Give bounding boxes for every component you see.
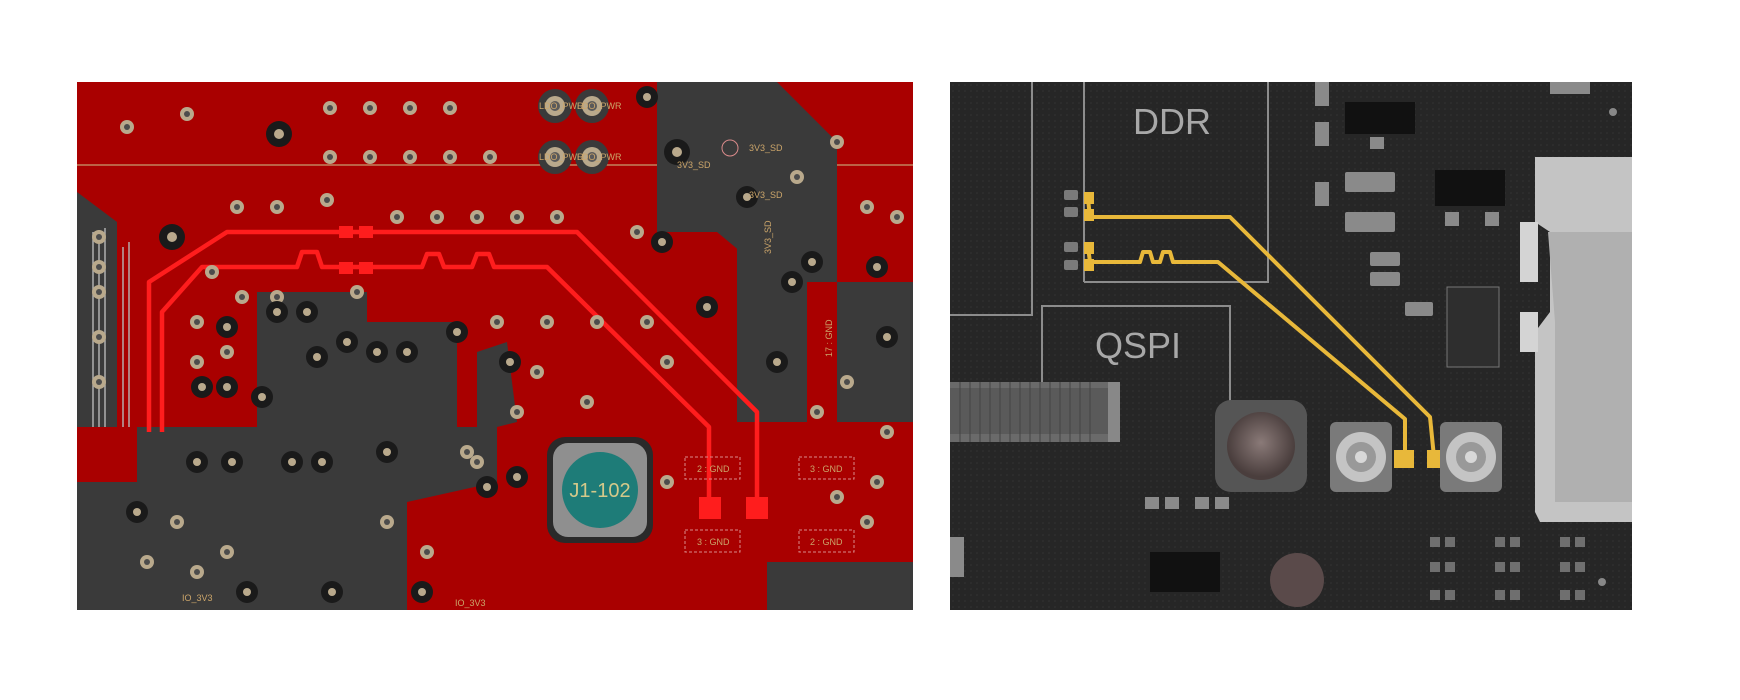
net-label-3v3-sd: 3V3_SD (749, 190, 783, 200)
net-label-io: IO_3V3 (182, 593, 213, 603)
connector-j1-102: J1-102 (547, 437, 653, 543)
ic-sot (1345, 102, 1415, 134)
pcb-layout-canvas: LDO_PWR LDO_PWR LDO_PWR LDO_PWR 3V3_SD 3… (77, 82, 913, 610)
board-texture (950, 82, 1632, 610)
ldo-pwr-label: LDO_PWR (577, 101, 622, 111)
passive-grid (1430, 537, 1585, 600)
net-label-3v3-sd-vertical: 3V3_SD (763, 220, 773, 254)
fpc-connector (950, 382, 1120, 442)
ufl-connector-1 (1330, 422, 1392, 492)
ic-packages (1150, 102, 1505, 592)
ic-sot (1150, 552, 1220, 592)
fiducial (1609, 108, 1617, 116)
gnd-pad-label: 2 : GND (697, 464, 730, 474)
gnd-pad-outlines (684, 456, 855, 553)
rf-pads (339, 226, 768, 519)
net-label-3v3-sd: 3V3_SD (749, 143, 783, 153)
bga-region-2 (367, 322, 457, 427)
left-bus-region (77, 192, 117, 427)
ldo-pwr-label: LDO_PWR (539, 152, 584, 162)
push-button-part (1215, 400, 1307, 492)
net-label-3v3-sd: 3V3_SD (677, 160, 711, 170)
mounting-part (1270, 553, 1324, 607)
ufl-connector-2 (1440, 422, 1502, 492)
bottom-right-pour (767, 562, 913, 610)
gnd-pad-label: 2 : GND (810, 537, 843, 547)
right-pour (737, 242, 807, 422)
sd-card-slot (1520, 157, 1632, 522)
rf-pad (339, 262, 353, 274)
gold-pads (1084, 192, 1447, 468)
outline-left-region (950, 82, 1033, 316)
net-label-io: IO_3V3 (455, 598, 486, 608)
outline-qspi (1041, 305, 1231, 402)
rf-trace-lower (159, 249, 712, 507)
rf-pad (359, 226, 373, 238)
gold-trace-lower (1086, 246, 1407, 457)
bga-vias (126, 86, 898, 603)
gnd-pad-label: 3 : GND (697, 537, 730, 547)
fiducial (1598, 578, 1606, 586)
rf-pad (339, 226, 353, 238)
bottom-left-pour (77, 427, 497, 610)
net-label-gnd: 17 : GND (824, 319, 834, 357)
ldo-pwr-vias (538, 89, 739, 174)
rf-trace-upper (146, 229, 760, 507)
ddr-label: DDR (1133, 101, 1211, 142)
ldo-pwr-label: LDO_PWR (577, 152, 622, 162)
rf-end-pad (746, 497, 768, 519)
pcb-layout-view: LDO_PWR LDO_PWR LDO_PWR LDO_PWR 3V3_SD 3… (77, 82, 913, 610)
ic-sot (1435, 170, 1505, 206)
pcb-3d-view: DDR QSPI (950, 82, 1632, 610)
rf-pad (359, 262, 373, 274)
pcb-3d-canvas: DDR QSPI (950, 82, 1632, 610)
qspi-label: QSPI (1095, 325, 1181, 366)
gnd-pad-label: 3 : GND (810, 464, 843, 474)
passive-components (950, 82, 1590, 577)
via-grid (92, 101, 904, 579)
rf-end-pad (699, 497, 721, 519)
outline-ddr (1084, 82, 1269, 283)
far-right-pour (837, 282, 913, 422)
smd-pads (1064, 190, 1078, 270)
top-right-pour (657, 82, 837, 282)
ldo-pwr-label: LDO_PWR (539, 101, 584, 111)
rf-traces (146, 229, 760, 507)
connector-label: J1-102 (569, 480, 630, 502)
ic-soic (1446, 286, 1500, 368)
